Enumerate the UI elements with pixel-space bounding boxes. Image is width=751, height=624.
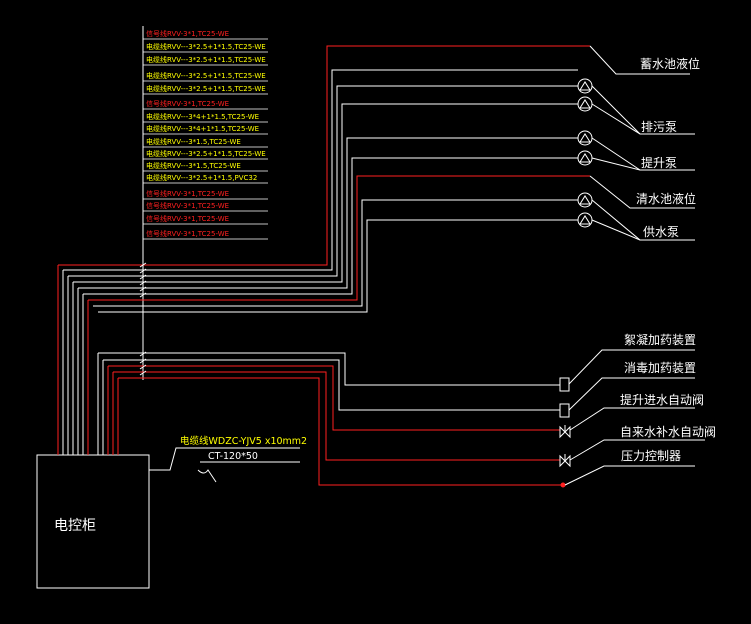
control-cabinet [36, 454, 150, 589]
pump-icon [577, 130, 593, 146]
bottom-wiring [98, 352, 562, 486]
devices_top-label-0: 蓄水池液位 [640, 56, 700, 71]
devices_top-label-2: 提升泵 [641, 155, 677, 170]
devices_top-label-4: 供水泵 [643, 225, 679, 239]
pump-icon [577, 96, 593, 112]
devices_bottom-label-2: 提升进水自动阀 [620, 392, 704, 407]
devices_top-label-3: 清水池液位 [636, 191, 696, 206]
devices_bottom-label-3: 自来水补水自动阀 [620, 425, 716, 439]
cable-label-4: 电缆线RVV---3*2.5+1*1.5,TC25-WE [146, 84, 266, 93]
cable-label-0: 信号线RVV-3*1,TC25-WE [146, 29, 229, 38]
devices_top-label-1: 排污泵 [641, 120, 677, 134]
dosing-device-icon [559, 403, 570, 418]
cable-label-8: 电缆线RVV---3*1.5,TC25-WE [146, 137, 241, 146]
pump-icon [577, 192, 593, 208]
cable-label-2: 电缆线RVV---3*2.5+1*1.5,TC25-WE [146, 55, 266, 64]
valve-icon [559, 425, 571, 439]
valve-symbols [559, 377, 571, 488]
cable-label-list: 信号线RVV-3*1,TC25-WE 电缆线RVV---3*2.5+1*1.5,T… [143, 29, 268, 240]
top-leaders [589, 45, 695, 241]
valve-icon [559, 454, 571, 468]
cable-label-13: 信号线RVV-3*1,TC25-WE [146, 201, 229, 210]
cable-label-6: 电缆线RVV---3*4+1*1.5,TC25-WE [146, 112, 259, 121]
pump-icon [577, 78, 593, 94]
pump-symbols [577, 45, 593, 228]
cabinet-label: 电控柜 [54, 518, 96, 534]
cable-label-3: 电缆线RVV---3*2.5+1*1.5,TC25-WE [146, 71, 266, 80]
pump-icon [577, 150, 593, 166]
devices_bottom-label-0: 絮凝加药装置 [624, 332, 696, 347]
power-cable: 电缆线WDZC-YJV5 x10mm2 CT-120*50 [149, 435, 307, 483]
pressure-switch-icon [560, 482, 566, 488]
top-wiring [58, 45, 585, 313]
cable-label-9: 电缆线RVV---3*2.5+1*1.5,TC25-WE [146, 149, 266, 158]
cable-label-15: 信号线RVV-3*1,TC25-WE [146, 229, 229, 238]
devices_bottom-label-1: 消毒加药装置 [624, 361, 696, 375]
cable-label-1: 电缆线RVV---3*2.5+1*1.5,TC25-WE [146, 42, 266, 51]
pump-icon [577, 212, 593, 228]
power-cable-label: 电缆线WDZC-YJV5 x10mm2 [180, 435, 307, 447]
bottom-leaders [564, 349, 705, 486]
cable-label-7: 电缆线RVV---3*4+1*1.5,TC25-WE [146, 124, 259, 133]
cabinet-risers [57, 265, 119, 455]
devices_bottom-label-4: 压力控制器 [621, 449, 681, 463]
dosing-device-icon [559, 377, 570, 392]
cable-label-11: 电缆线RVV---3*2.5+1*1.5,PVC32 [146, 173, 257, 182]
cable-label-14: 信号线RVV-3*1,TC25-WE [146, 214, 229, 223]
cable-crossing-ticks [139, 262, 147, 376]
cable-label-10: 电缆线RVV---3*1.5,TC25-WE [146, 161, 241, 170]
cable-tray-label: CT-120*50 [208, 451, 258, 462]
cable-label-12: 信号线RVV-3*1,TC25-WE [146, 189, 229, 198]
cable-label-5: 信号线RVV-3*1,TC25-WE [146, 99, 229, 108]
